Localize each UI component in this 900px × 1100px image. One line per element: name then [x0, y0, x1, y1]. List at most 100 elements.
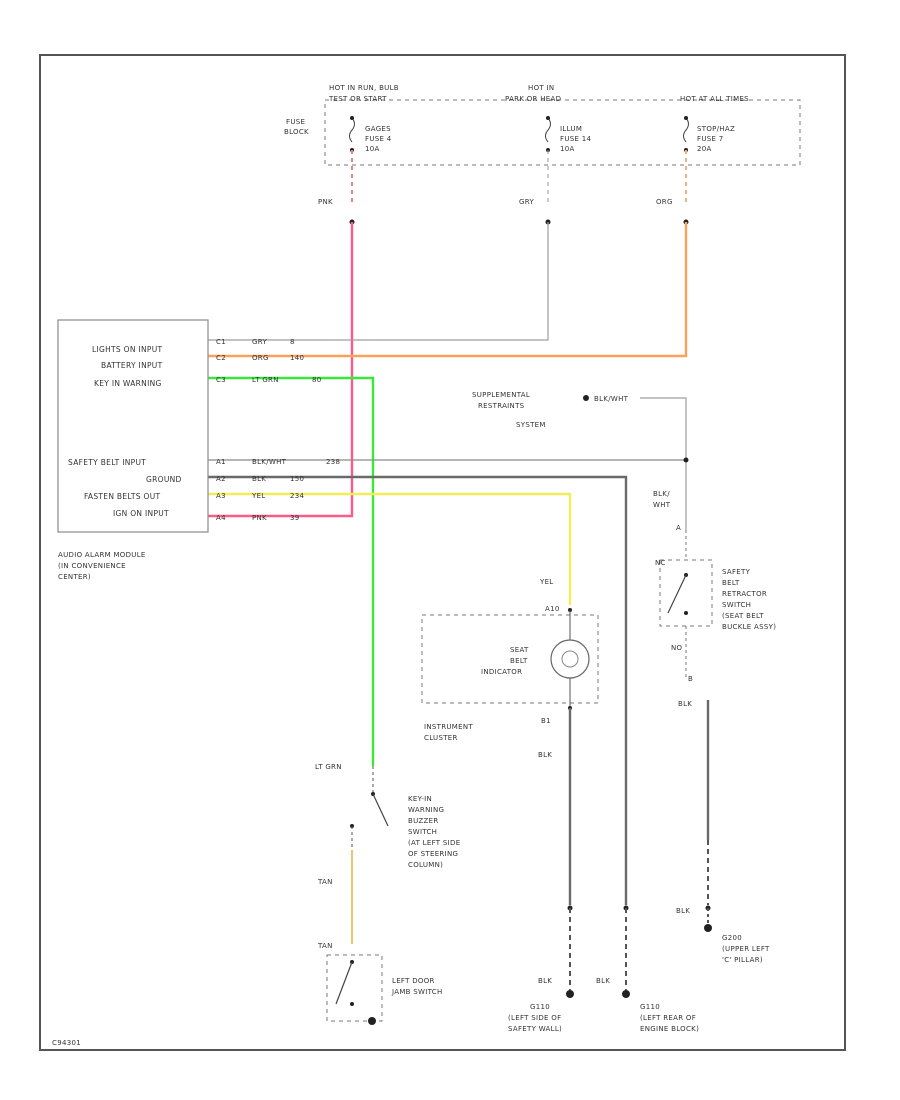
hot-park-label-2: PARK OR HEAD — [505, 95, 561, 103]
ground-g200-label: G200 (UPPER LEFT 'C' PILLAR) — [722, 934, 770, 964]
svg-text:BUZZER: BUZZER — [408, 817, 438, 825]
svg-text:150: 150 — [290, 475, 304, 483]
module-input-keyin: KEY IN WARNING — [94, 379, 162, 388]
svg-text:(UPPER LEFT: (UPPER LEFT — [722, 945, 770, 953]
svg-text:ORG: ORG — [252, 354, 269, 362]
module-input-battery: BATTERY INPUT — [101, 361, 163, 370]
svg-text:80: 80 — [312, 376, 322, 384]
indicator-label: SEAT BELT INDICATOR — [481, 646, 529, 676]
blk-label-cluster: BLK — [538, 751, 552, 759]
wire-org — [208, 222, 688, 358]
svg-text:GAGES: GAGES — [365, 125, 391, 133]
blk-wht-label-1: BLK/ — [653, 490, 670, 498]
svg-text:ENGINE BLOCK): ENGINE BLOCK) — [640, 1025, 699, 1033]
svg-text:ILLUM: ILLUM — [560, 125, 582, 133]
pin-labels: C1 C2 C3 A1 A2 A3 A4 — [216, 338, 226, 522]
svg-text:COLUMN): COLUMN) — [408, 861, 443, 869]
module-name-1: AUDIO ALARM MODULE — [58, 551, 146, 559]
module-ign-input: IGN ON INPUT — [113, 509, 169, 518]
svg-text:BELT: BELT — [722, 579, 740, 587]
svg-text:234: 234 — [290, 492, 305, 500]
svg-text:SAFETY: SAFETY — [722, 568, 751, 576]
svg-text:'C' PILLAR): 'C' PILLAR) — [722, 956, 763, 964]
svg-text:PNK: PNK — [252, 514, 267, 522]
wire-lt-grn — [208, 376, 375, 766]
seat-belt-indicator-bulb-icon — [550, 639, 590, 679]
hot-all-label: HOT AT ALL TIMES — [680, 95, 749, 103]
door-switch-label-2: JAMB SWITCH — [391, 988, 443, 996]
wire-gry — [208, 222, 549, 341]
srs-label-1: SUPPLEMENTAL — [472, 391, 530, 399]
switch-pin-a: A — [676, 524, 681, 532]
door-switch-ground — [368, 1017, 376, 1025]
svg-text:FUSE 7: FUSE 7 — [697, 135, 724, 143]
indicator-pin-b1: B1 — [541, 717, 551, 725]
blk-label-g110a: BLK — [538, 977, 552, 985]
svg-text:20A: 20A — [697, 145, 712, 153]
svg-text:A1: A1 — [216, 458, 226, 466]
svg-text:C2: C2 — [216, 354, 226, 362]
wire-number-labels: 8 140 80 238 150 234 39 — [290, 338, 340, 522]
wire-blk-ground — [208, 475, 628, 905]
svg-text:SAFETY WALL): SAFETY WALL) — [508, 1025, 562, 1033]
lt-grn-label: LT GRN — [315, 763, 342, 771]
srs-label-3: SYSTEM — [516, 421, 546, 429]
svg-text:G110: G110 — [640, 1003, 660, 1011]
svg-text:BLK/WHT: BLK/WHT — [252, 458, 287, 466]
cluster-label-2: CLUSTER — [424, 734, 458, 742]
diagram-frame — [39, 54, 846, 1051]
svg-text:140: 140 — [290, 354, 304, 362]
ground-g110-safety-label: G110 (LEFT SIDE OF SAFETY WALL) — [508, 1003, 562, 1033]
blk-label-switch: BLK — [678, 700, 692, 708]
key-switch-contact-icon — [372, 793, 389, 827]
wire-srs — [640, 397, 687, 530]
fuse-illum: ILLUM FUSE 14 10A — [545, 116, 591, 153]
blk-label-g110b: BLK — [596, 977, 610, 985]
tan-label-2: TAN — [317, 942, 333, 950]
key-switch-label: KEY-IN WARNING BUZZER SWITCH (AT LEFT SI… — [408, 795, 460, 869]
audio-alarm-module — [57, 319, 209, 533]
hot-run-label-2: TEST OR START — [328, 95, 387, 103]
svg-text:A2: A2 — [216, 475, 226, 483]
door-switch-label-1: LEFT DOOR — [392, 977, 435, 985]
svg-text:RETRACTOR: RETRACTOR — [722, 590, 767, 598]
seat-belt-switch-label: SAFETY BELT RETRACTOR SWITCH (SEAT BELT … — [722, 568, 776, 631]
instrument-cluster-box — [421, 614, 599, 704]
module-name-3: CENTER) — [58, 573, 91, 581]
indicator-pin-a10: A10 — [545, 605, 560, 613]
ground-g110-engine — [622, 990, 630, 998]
switch-pin-b: B — [688, 675, 693, 683]
srs-wire-label: BLK/WHT — [594, 395, 629, 403]
svg-text:10A: 10A — [365, 145, 380, 153]
svg-text:YEL: YEL — [251, 492, 266, 500]
svg-text:GRY: GRY — [252, 338, 267, 346]
yel-label: YEL — [539, 578, 554, 586]
wire-gry-label: GRY — [519, 198, 534, 206]
svg-text:STOP/HAZ: STOP/HAZ — [697, 125, 735, 133]
svg-text:10A: 10A — [560, 145, 575, 153]
svg-text:A3: A3 — [216, 492, 226, 500]
svg-text:(LEFT SIDE OF: (LEFT SIDE OF — [508, 1014, 561, 1022]
ground-g110-engine-label: G110 (LEFT REAR OF ENGINE BLOCK) — [640, 1003, 699, 1033]
fuse-block-label-1: FUSE — [286, 118, 305, 126]
svg-text:C1: C1 — [216, 338, 226, 346]
svg-text:KEY-IN: KEY-IN — [408, 795, 432, 803]
module-input-safety: SAFETY BELT INPUT — [68, 458, 146, 467]
wire-color-labels: GRY ORG LT GRN BLK/WHT BLK YEL PNK — [251, 338, 287, 522]
fuse-gages: GAGES FUSE 4 10A — [349, 116, 391, 153]
svg-text:WARNING: WARNING — [408, 806, 444, 814]
hot-park-label-1: HOT IN — [528, 84, 554, 92]
wire-pnk — [208, 222, 354, 518]
ground-g110-safety — [566, 990, 574, 998]
switch-nc: NC — [655, 559, 666, 567]
wire-yel — [208, 492, 572, 605]
svg-text:FUSE 14: FUSE 14 — [560, 135, 591, 143]
svg-text:C3: C3 — [216, 376, 226, 384]
svg-text:A4: A4 — [216, 514, 226, 522]
svg-text:SWITCH: SWITCH — [408, 828, 437, 836]
blk-label-g200: BLK — [676, 907, 690, 915]
footer-code: C94301 — [52, 1039, 81, 1047]
door-switch-contact-icon — [335, 961, 353, 1005]
svg-text:SWITCH: SWITCH — [722, 601, 751, 609]
